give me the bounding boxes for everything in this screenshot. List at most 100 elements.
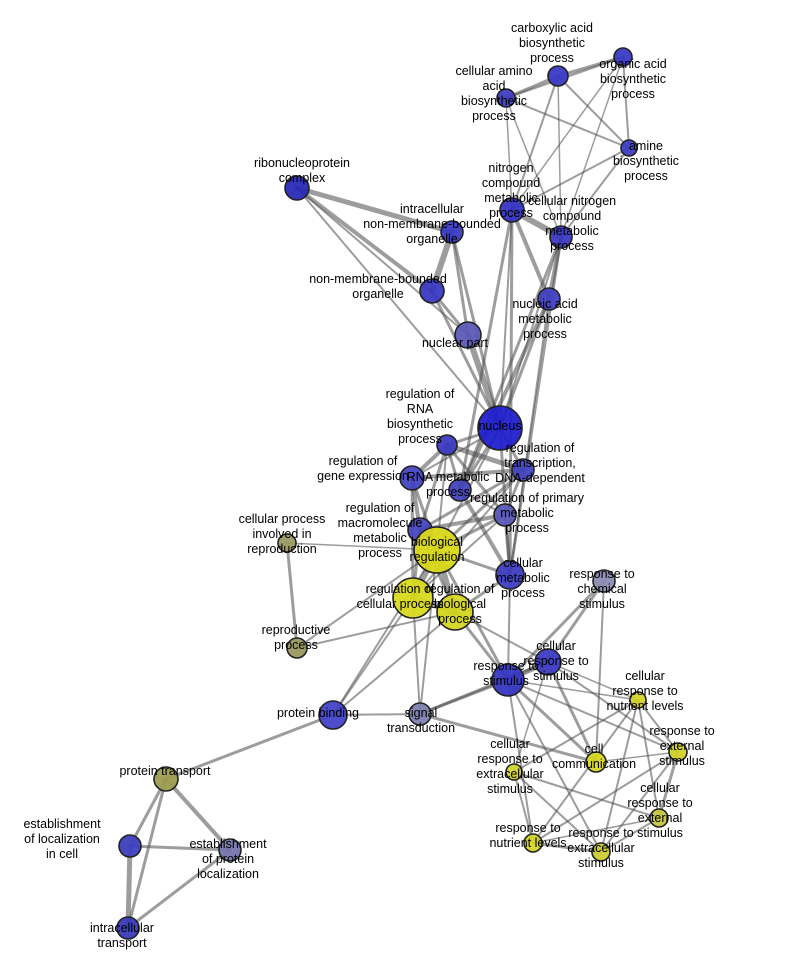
edge-crnutrient-rexternal [637,699,679,753]
node-reprod[interactable] [286,637,308,659]
node-cellmet[interactable] [495,560,525,590]
edge-rnp-nucleus [296,187,501,429]
edge-reprod-bioreg [296,549,438,649]
edge-ptransport-estprot [164,777,232,852]
node-rcellproc[interactable] [392,577,434,619]
edge-amino-cnitrogen [505,97,562,238]
edge-amino-nitrogen [505,97,513,211]
node-rgene[interactable] [399,465,425,491]
node-crextracell[interactable] [505,763,523,781]
node-nucleic[interactable] [537,287,561,311]
node-rchem[interactable] [592,569,616,593]
node-organelle[interactable] [419,278,445,304]
node-iorganelle[interactable] [440,220,464,244]
edge-organic-cnitrogen [560,56,624,238]
edge-cellmet-rstim [507,574,511,681]
node-cprorep[interactable] [277,533,297,553]
node-amine[interactable] [620,139,638,157]
node-rnamet[interactable] [448,478,472,502]
node-label-npart: nuclear part [422,336,489,350]
edge-rstim-rexternal [507,679,679,753]
edge-rnutrient-crextracell [513,771,534,844]
node-crnutrient[interactable] [629,691,647,709]
edge-amino-amine [505,97,630,149]
node-itransport[interactable] [116,916,140,940]
node-rnutrient[interactable] [523,833,543,853]
edge-crexternal-rnutrient [532,817,660,844]
node-cnitrogen[interactable] [549,225,573,249]
node-carboxylic[interactable] [547,65,569,87]
edge-cprorep-reprod [285,541,299,650]
node-rrnabio[interactable] [436,434,458,456]
node-ptransport[interactable] [153,766,179,792]
edge-nitrogen-rnamet [458,208,514,492]
edge-crnutrient-rnutrient [532,699,639,844]
edge-rcellproc-pbind [332,597,414,716]
node-cellcomm[interactable] [585,751,607,773]
node-rexternal[interactable] [668,742,688,762]
node-organic[interactable] [613,47,633,67]
edge-nucleic-cellmet [509,298,550,576]
node-rstim[interactable] [491,663,525,697]
node-crstim[interactable] [534,648,562,676]
node-pbind[interactable] [318,700,348,730]
node-npart[interactable] [454,321,482,349]
node-amino[interactable] [496,88,516,108]
edge-crstim-cellcomm [546,660,598,764]
edge-nucleic-rnamet [458,297,551,492]
node-rextracell[interactable] [591,842,611,862]
node-rbioproc[interactable] [436,593,474,631]
edge-rstim-rchem [506,579,606,682]
edge-crexternal-rextracell [600,817,660,853]
node-nucleus[interactable] [477,405,523,451]
node-crexternal[interactable] [649,808,669,828]
edge-nitrogen-nucleus [499,209,513,429]
node-bioreg[interactable] [413,526,461,574]
edge-rnp-organelle [295,186,434,293]
node-rprimary[interactable] [493,503,517,527]
node-nitrogen[interactable] [499,197,525,223]
edge-layer [125,55,680,931]
edge-carboxylic-amine [557,75,630,149]
node-rnp[interactable] [284,175,310,201]
node-rtrans[interactable] [511,458,535,482]
node-estprot[interactable] [218,838,242,862]
edge-crstim-rchem [546,579,606,664]
edge-crnutrient-rextracell [600,699,639,853]
edge-cnitrogen-nucleus [499,236,562,429]
edge-carboxylic-nitrogen [511,75,559,211]
edge-nucleic-nucleus [498,297,551,430]
edge-amine-nitrogen [511,147,630,211]
node-sigtrans[interactable] [408,702,432,726]
edge-cellcomm-rchem [595,580,605,763]
edge-rstim-rnutrient [507,679,534,844]
edge-organelle-nucleus [430,289,502,430]
edge-rexternal-rextracell [600,751,679,853]
edge-cprorep-bioreg [286,542,438,551]
node-estloc[interactable] [118,834,142,858]
node-layer [116,47,688,940]
edge-rextracell-rnutrient [531,841,603,854]
edge-amine-cnitrogen [560,147,630,238]
edge-organic-nitrogen [511,56,624,211]
edge-rtrans-rgene [410,468,525,480]
edge-cellcomm-rexternal [595,751,679,763]
